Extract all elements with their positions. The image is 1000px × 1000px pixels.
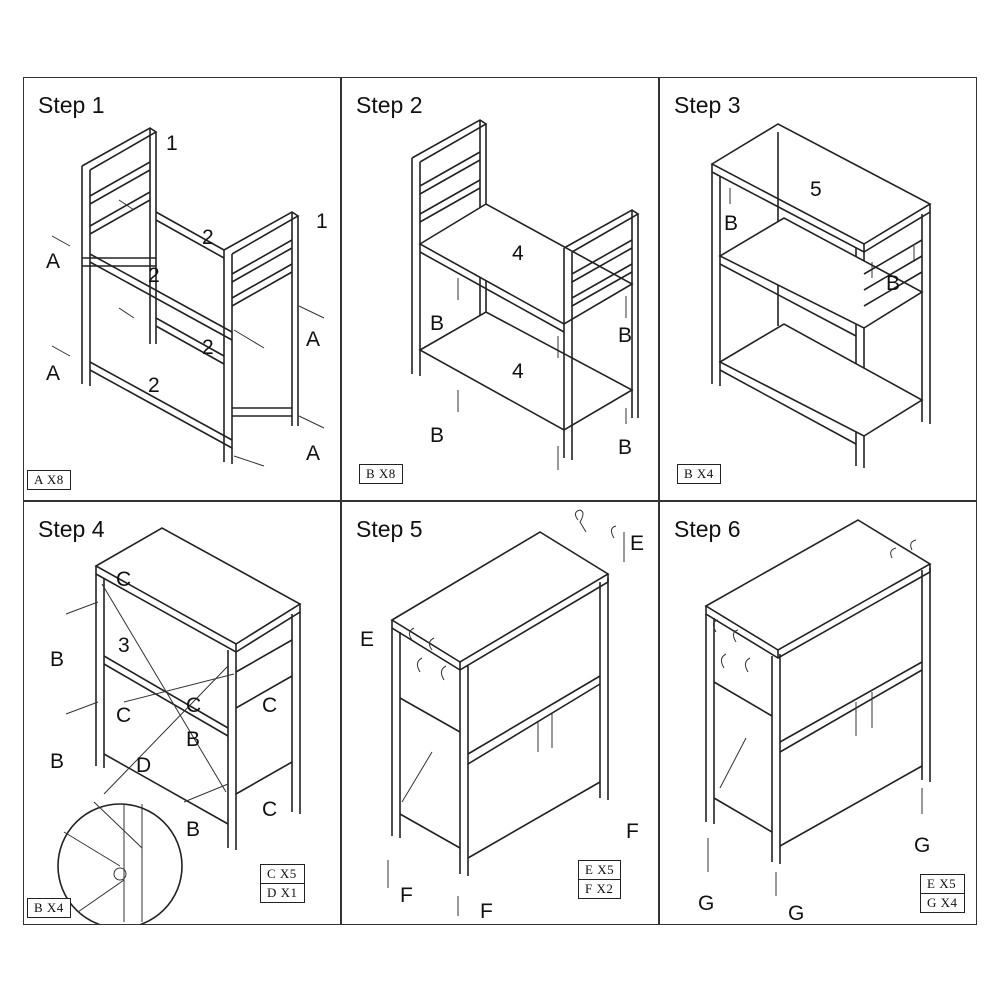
label-c-5: C	[262, 798, 277, 821]
detail-circle	[57, 803, 183, 924]
label-a-1: A	[46, 250, 60, 273]
hardware-g: G X4	[921, 893, 964, 912]
hardware-box-b: B X4	[677, 464, 721, 484]
label-g-3: G	[914, 834, 930, 857]
label-g-2: G	[788, 902, 804, 925]
instruction-sheet: Step 1	[23, 77, 978, 925]
label-b-3: B	[430, 424, 444, 447]
side-frame-left	[81, 127, 158, 386]
shelf-top	[418, 203, 634, 325]
step-6-title: Step 6	[674, 516, 741, 542]
hardware-box-ef: E X5 F X2	[578, 860, 622, 899]
label-b-4: B	[186, 728, 200, 751]
label-a-4: A	[306, 442, 320, 465]
side-frame-right	[223, 211, 300, 464]
hardware-box-b: B X4	[27, 898, 71, 918]
hardware-box-a: A X8	[27, 470, 71, 490]
hardware-e: E X5	[927, 876, 957, 891]
label-part-2a: 2	[202, 226, 214, 249]
label-b-1: B	[430, 312, 444, 335]
label-a-2: A	[46, 362, 60, 385]
step-1-panel: Step 1	[23, 77, 341, 501]
label-b-1: B	[724, 212, 738, 235]
step-2-title: Step 2	[356, 92, 423, 118]
label-c-2: C	[116, 704, 131, 727]
label-c-4: C	[262, 694, 277, 717]
label-b-4: B	[618, 436, 632, 459]
step-5-panel: Step 5 E E F F F E X5 F X2	[341, 501, 659, 925]
screws-a	[51, 199, 325, 467]
top-board	[704, 519, 932, 651]
label-part-2c: 2	[202, 336, 214, 359]
shelf-middle	[718, 217, 924, 329]
step-4-panel: Step 4 3 B B B B C C C C C D B X4 C X5	[23, 501, 341, 925]
hardware-c: C X5	[267, 866, 297, 881]
label-f-1: F	[400, 884, 413, 907]
step-2-panel: Step 2 4 4 B B B B B X8	[341, 77, 659, 501]
label-g-1: G	[698, 892, 714, 915]
step-2-illustration: 4 4 B B B B	[411, 119, 640, 470]
label-f-3: F	[626, 820, 639, 843]
label-d: D	[136, 754, 151, 777]
label-part-4a: 4	[512, 242, 524, 265]
hardware-e: E X5	[585, 862, 615, 877]
label-part-5: 5	[810, 178, 822, 201]
label-c-3: C	[186, 694, 201, 717]
step-6-panel: Step 6 G G G E X5 G X4	[659, 501, 977, 925]
hardware-f: F X2	[579, 879, 621, 898]
top-board	[390, 531, 610, 663]
step-5-illustration: E E F F F	[360, 509, 644, 923]
shelf-bottom	[418, 311, 634, 431]
step-1-title: Step 1	[38, 92, 105, 118]
shelf-bottom-3	[718, 323, 924, 437]
step-3-panel: Step 3 5 B B B X4	[659, 77, 977, 501]
hardware-box-eg: E X5 G X4	[920, 874, 965, 913]
step-5-title: Step 5	[356, 516, 423, 542]
step-4-illustration: 3 B B B B C C C C C D	[50, 527, 302, 924]
label-b-3: B	[186, 818, 200, 841]
label-c-1: C	[116, 568, 131, 591]
step-6-illustration: G G G	[698, 519, 932, 925]
label-part-2d: 2	[148, 374, 160, 397]
label-e-1: E	[630, 532, 644, 555]
hardware-box-cd: C X5 D X1	[260, 864, 305, 903]
label-b-1: B	[50, 648, 64, 671]
step-3-title: Step 3	[674, 92, 741, 118]
label-e-2: E	[360, 628, 374, 651]
label-part-1b: 1	[316, 210, 328, 233]
label-f-2: F	[480, 900, 493, 923]
hardware-box-b: B X8	[359, 464, 403, 484]
label-b-2: B	[618, 324, 632, 347]
label-part-3: 3	[118, 634, 130, 657]
label-b-2: B	[886, 272, 900, 295]
step-4-title: Step 4	[38, 516, 105, 542]
step-3-illustration: 5 B B	[710, 123, 932, 468]
label-part-2b: 2	[148, 264, 160, 287]
label-part-1a: 1	[166, 132, 178, 155]
label-a-3: A	[306, 328, 320, 351]
step-1-illustration: 1 1 2 2 2 2 A A A A	[46, 127, 328, 467]
hardware-d: D X1	[261, 883, 304, 902]
label-b-2: B	[50, 750, 64, 773]
label-part-4b: 4	[512, 360, 524, 383]
rails	[89, 211, 292, 449]
